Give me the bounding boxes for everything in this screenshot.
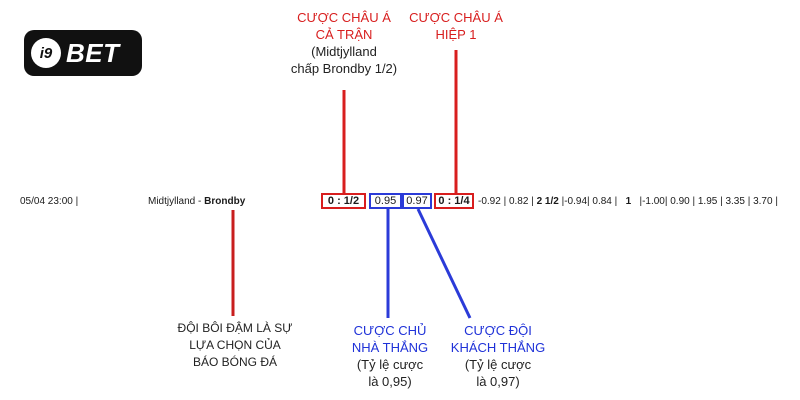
first-half-title-2: HIỆP 1 [435,27,477,42]
odds-group-2: |-0.94| 0.84 | [561,196,618,207]
away-win-title-1: CƯỢC ĐỘI [464,323,532,338]
home-odds-box[interactable]: 0.95 [369,193,402,209]
team-separator: - [195,196,205,207]
datetime-text: 05/04 23:00 [20,196,73,207]
logo-mark: i9 [31,38,61,68]
away-team: Brondby [204,196,246,207]
logo-word: BET [66,38,120,68]
annotation-home-win: CƯỢC CHỦ NHÀ THẮNG (Tỷ lệ cược là 0,95) [340,322,440,390]
away-odds-box[interactable]: 0.97 [402,193,432,209]
one-x-two-label: 1 [625,196,632,207]
away-win-title-2: KHÁCH THẮNG [450,340,546,355]
odds-group-3: |-1.00| 0.90 | 1.95 | 3.35 | 3.70 | [639,196,778,207]
home-win-title-2: NHÀ THẮNG [351,340,429,355]
home-win-desc-1: (Tỷ lệ cược [356,357,424,372]
handicap-first-half-box[interactable]: 0 : 1/4 [434,193,474,209]
over-under-line: 2 1/2 [536,196,559,207]
home-win-title-1: CƯỢC CHỦ [353,323,427,338]
bold-team-line-1: ĐỘI BÔI ĐẬM LÀ SỰ [177,321,293,335]
i9bet-logo: i9 BET [24,30,142,76]
annotation-full-match: CƯỢC CHÂU Á CẢ TRẬN (Midtjylland chấp Br… [282,9,406,77]
full-match-title-1: CƯỢC CHÂU Á [297,10,391,25]
annotation-away-win: CƯỢC ĐỘI KHÁCH THẮNG (Tỷ lệ cược là 0,97… [448,322,548,390]
home-odds: 0.95 [374,195,397,207]
handicap-full-match: 0 : 1/2 [327,195,360,207]
full-match-desc-1: (Midtjylland [311,44,377,59]
away-win-desc-2: là 0,97) [476,374,520,389]
handicap-full-match-box[interactable]: 0 : 1/2 [321,193,366,209]
odds-group-1: -0.92 | 0.82 | [478,196,534,207]
full-match-title-2: CẢ TRẬN [315,27,373,42]
handicap-first-half: 0 : 1/4 [438,195,470,207]
home-team: Midtjylland [148,196,196,207]
annotation-bold-team: ĐỘI BÔI ĐẬM LÀ SỰ LỰA CHỌN CỦA BÁO BÓNG … [160,320,310,371]
bold-team-line-2: LỰA CHỌN CỦA [189,338,281,352]
match-teams[interactable]: Midtjylland - Brondby [148,196,245,207]
line-away-win [416,208,472,319]
bold-team-line-3: BÁO BÓNG ĐÁ [192,355,278,369]
first-half-title-1: CƯỢC CHÂU Á [409,10,503,25]
odds-rest: -0.92 | 0.82 | 2 1/2 |-0.94| 0.84 | 1 |-… [478,196,778,207]
match-datetime: 05/04 23:00 | [20,196,79,207]
full-match-desc-2: chấp Brondby 1/2) [290,61,398,76]
away-odds: 0.97 [406,195,428,207]
away-win-desc-1: (Tỷ lệ cược [464,357,532,372]
annotation-first-half: CƯỢC CHÂU Á HIỆP 1 [406,9,506,43]
home-win-desc-2: là 0,95) [368,374,412,389]
